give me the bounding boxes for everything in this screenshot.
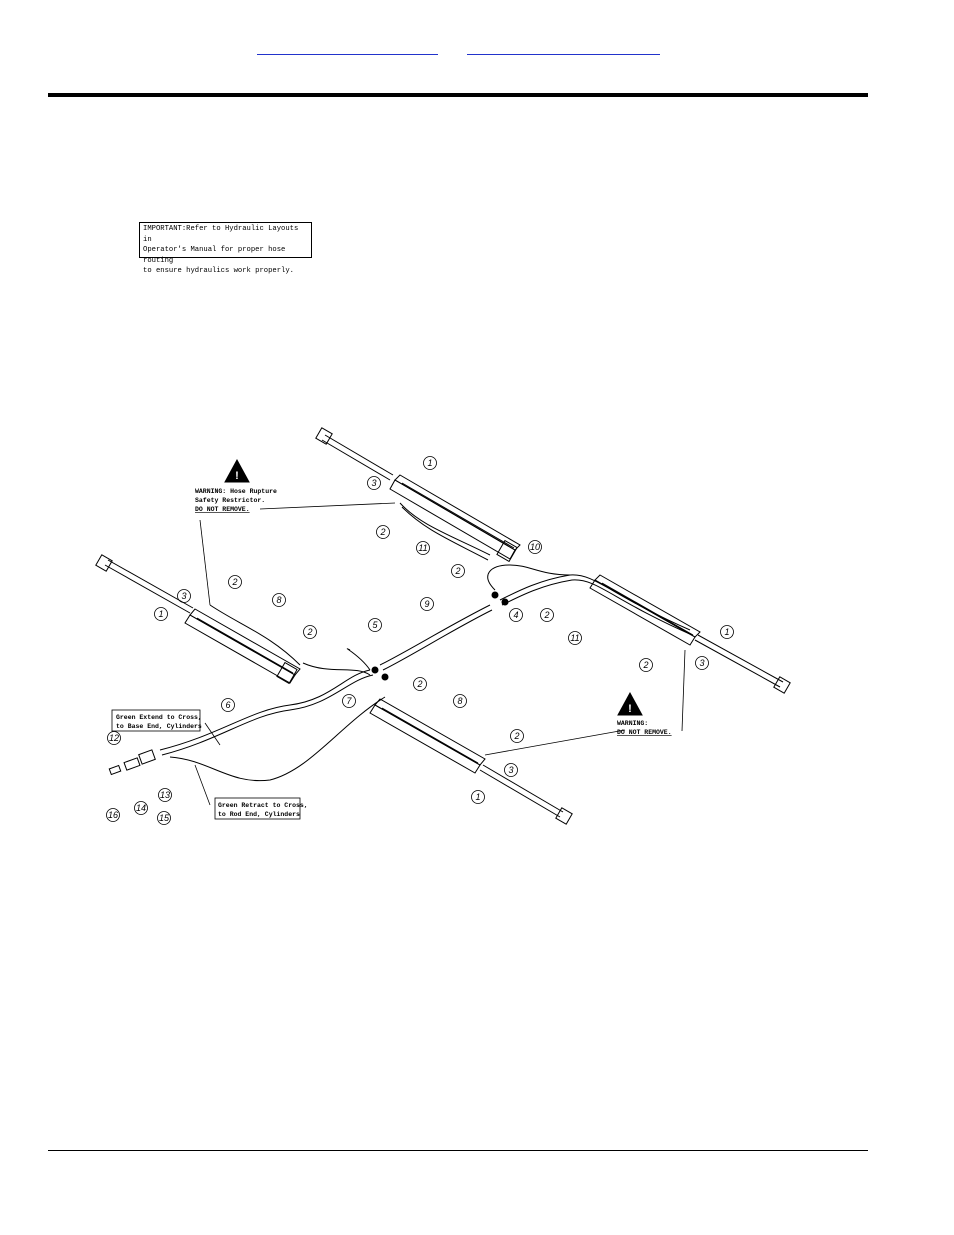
bubble-2c: 2 bbox=[228, 575, 242, 589]
top-rule bbox=[48, 93, 868, 97]
warning-icon-2: ! bbox=[617, 691, 643, 716]
bubble-8a: 8 bbox=[272, 593, 286, 607]
green-retract-line1: Green Retract to Cross, bbox=[218, 802, 308, 809]
svg-text:14: 14 bbox=[136, 803, 146, 813]
bubble-1a: 1 bbox=[423, 456, 437, 470]
note-line-3: to ensure hydraulics work properly. bbox=[143, 267, 294, 275]
header-link-right[interactable] bbox=[467, 38, 660, 55]
part-bubbles: 1 3 2 11 2 10 2 3 8 1 9 4 2 11 1 5 2 2 3… bbox=[106, 456, 734, 825]
bubble-12: 12 bbox=[107, 731, 121, 745]
svg-text:2: 2 bbox=[543, 610, 549, 620]
cylinder-left bbox=[95, 554, 301, 685]
svg-text:2: 2 bbox=[454, 566, 460, 576]
cylinder-top bbox=[315, 427, 521, 563]
bubble-2f: 2 bbox=[639, 658, 653, 672]
green-extend-line2: to Base End, Cylinders bbox=[116, 723, 202, 730]
header-link-left[interactable] bbox=[257, 38, 438, 55]
hydraulic-layout-diagram: ! ! WARNING: Hose Rupture Safety Restric… bbox=[95, 427, 791, 825]
bubble-6: 6 bbox=[221, 698, 235, 712]
note-line-1: IMPORTANT:Refer to Hydraulic Layouts in bbox=[143, 225, 299, 244]
svg-text:13: 13 bbox=[160, 790, 170, 800]
svg-text:3: 3 bbox=[371, 478, 376, 488]
warning2-line1: WARNING: bbox=[617, 720, 648, 727]
bubble-2b: 2 bbox=[451, 564, 465, 578]
bubble-14: 14 bbox=[134, 801, 148, 815]
bubble-11b: 11 bbox=[568, 631, 582, 645]
svg-text:!: ! bbox=[235, 470, 239, 482]
svg-text:16: 16 bbox=[108, 810, 118, 820]
svg-text:10: 10 bbox=[530, 542, 540, 552]
hoses bbox=[159, 502, 693, 782]
svg-text:11: 11 bbox=[570, 633, 579, 643]
green-retract-line2: to Rod End, Cylinders bbox=[218, 811, 300, 818]
bottom-rule bbox=[48, 1150, 868, 1151]
bubble-5: 5 bbox=[368, 618, 382, 632]
svg-text:2: 2 bbox=[642, 660, 648, 670]
bubble-4: 4 bbox=[509, 608, 523, 622]
svg-text:9: 9 bbox=[424, 599, 429, 609]
svg-text:5: 5 bbox=[372, 620, 378, 630]
bubble-1b: 1 bbox=[154, 607, 168, 621]
warning-icon: ! bbox=[224, 458, 250, 483]
couplers bbox=[108, 591, 509, 776]
svg-text:8: 8 bbox=[457, 696, 462, 706]
svg-text:7: 7 bbox=[346, 696, 352, 706]
bubble-7: 7 bbox=[342, 694, 356, 708]
bubble-2h: 2 bbox=[510, 729, 524, 743]
svg-text:2: 2 bbox=[513, 731, 519, 741]
warning1-line3: DO NOT REMOVE. bbox=[195, 506, 250, 513]
bubble-16: 16 bbox=[106, 808, 120, 822]
svg-text:1: 1 bbox=[724, 627, 729, 637]
warning-label-2: WARNING: DO NOT REMOVE. bbox=[617, 720, 672, 736]
svg-text:1: 1 bbox=[475, 792, 480, 802]
bubble-3b: 3 bbox=[177, 589, 191, 603]
warning-label-1: WARNING: Hose Rupture Safety Restrictor.… bbox=[195, 488, 277, 513]
warning1-line2: Safety Restrictor. bbox=[195, 497, 265, 504]
bubble-2g: 2 bbox=[413, 677, 427, 691]
svg-text:2: 2 bbox=[306, 627, 312, 637]
note-line-2: Operator's Manual for proper hose routin… bbox=[143, 246, 286, 265]
bubble-1d: 1 bbox=[471, 790, 485, 804]
bubble-15: 15 bbox=[157, 811, 171, 825]
bubble-3c: 3 bbox=[695, 656, 709, 670]
svg-text:15: 15 bbox=[159, 813, 170, 823]
svg-text:11: 11 bbox=[418, 543, 427, 553]
svg-text:1: 1 bbox=[158, 609, 163, 619]
green-extend-line1: Green Extend to Cross, bbox=[116, 714, 202, 721]
svg-text:4: 4 bbox=[513, 610, 518, 620]
svg-text:12: 12 bbox=[109, 733, 119, 743]
svg-text:3: 3 bbox=[181, 591, 186, 601]
cylinder-right bbox=[589, 574, 791, 694]
svg-text:1: 1 bbox=[427, 458, 432, 468]
svg-text:6: 6 bbox=[225, 700, 230, 710]
warning1-line1: WARNING: Hose Rupture bbox=[195, 488, 277, 495]
bubble-9: 9 bbox=[420, 597, 434, 611]
bubble-3a: 3 bbox=[367, 476, 381, 490]
callout-green-retract: Green Retract to Cross, to Rod End, Cyli… bbox=[214, 797, 308, 820]
callout-green-extend: Green Extend to Cross, to Base End, Cyli… bbox=[111, 709, 202, 732]
svg-text:2: 2 bbox=[231, 577, 237, 587]
warning2-line2: DO NOT REMOVE. bbox=[617, 729, 672, 736]
leader-lines bbox=[194, 502, 686, 806]
svg-text:2: 2 bbox=[416, 679, 422, 689]
bubble-11a: 11 bbox=[416, 541, 430, 555]
bubble-10: 10 bbox=[528, 540, 542, 554]
bubble-8b: 8 bbox=[453, 694, 467, 708]
svg-text:3: 3 bbox=[508, 765, 513, 775]
svg-text:2: 2 bbox=[379, 527, 385, 537]
bubble-13: 13 bbox=[158, 788, 172, 802]
cylinder-bottom bbox=[369, 698, 573, 825]
bubble-2e: 2 bbox=[303, 625, 317, 639]
svg-text:3: 3 bbox=[699, 658, 704, 668]
bubble-2d: 2 bbox=[540, 608, 554, 622]
bubble-2a: 2 bbox=[376, 525, 390, 539]
svg-text:8: 8 bbox=[276, 595, 281, 605]
bubble-1c: 1 bbox=[720, 625, 734, 639]
bubble-3d: 3 bbox=[504, 763, 518, 777]
svg-text:!: ! bbox=[628, 703, 632, 715]
important-note: IMPORTANT:Refer to Hydraulic Layouts in … bbox=[139, 222, 312, 275]
